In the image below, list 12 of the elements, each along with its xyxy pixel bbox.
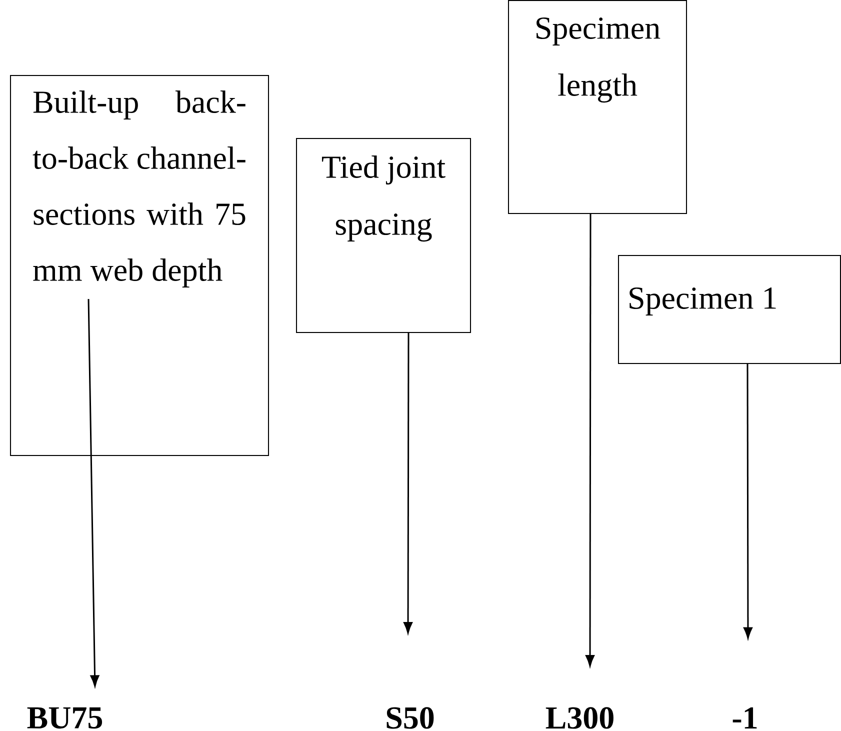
arrow <box>744 364 752 639</box>
arrow <box>88 298 100 687</box>
arrow <box>404 332 412 634</box>
arrow <box>586 214 594 666</box>
text-box: Built-up back-to-back channel-sections with 75 mm web depth <box>10 75 269 456</box>
code-label: S50 <box>386 707 434 729</box>
text-box: Specimen 1 <box>618 255 841 364</box>
text-box: Tied joint spacing <box>296 138 471 333</box>
code-label: L300 <box>546 707 614 729</box>
code-label: BU75 <box>27 707 102 729</box>
code-label: -1 <box>732 707 757 729</box>
text-box: Specimen length <box>508 0 687 214</box>
